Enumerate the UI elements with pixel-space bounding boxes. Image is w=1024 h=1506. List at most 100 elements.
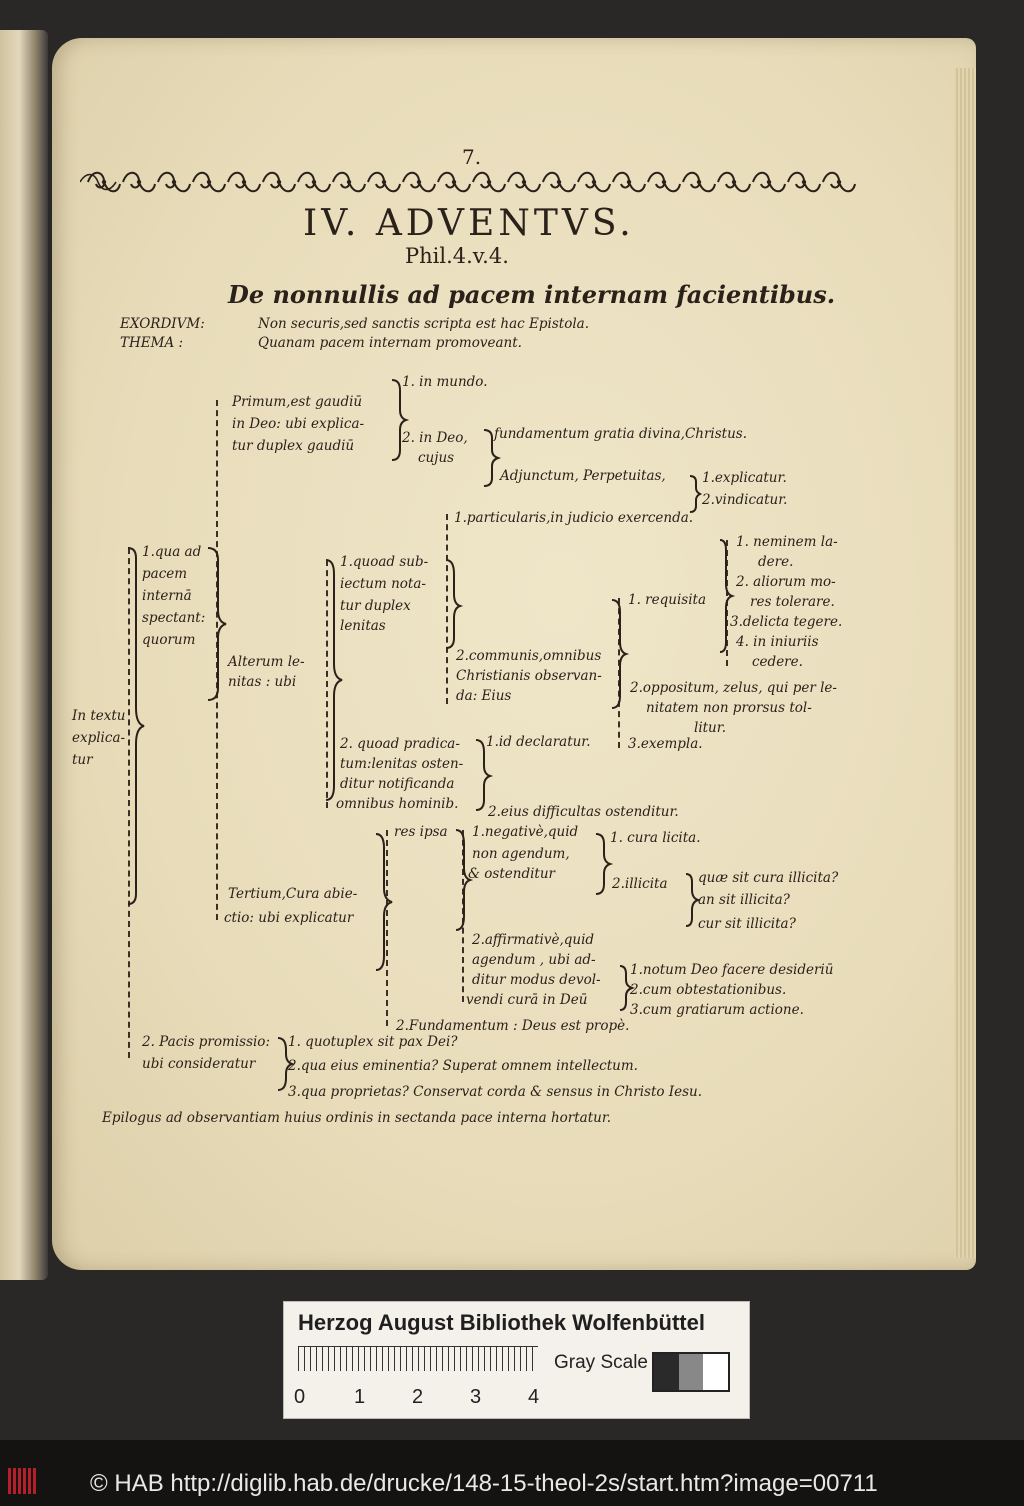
pacis-item-1: 1. quotuplex sit pax Dei? <box>288 1034 458 1050</box>
quoad-praedicatum-line-3: ditur notificanda <box>340 776 455 792</box>
copyright-link[interactable]: © HAB http://diglib.hab.de/drucke/148-15… <box>90 1470 878 1497</box>
ruler-label-1: 1 <box>354 1386 366 1408</box>
affirm-item-1: 1.notum Deo facere desideriū <box>630 962 834 978</box>
affirmative-line-3: ditur modus devol- <box>472 972 601 988</box>
page-number: 7. <box>462 145 482 169</box>
primum-line-2: in Deo: ubi explica- <box>232 416 365 432</box>
brace-negative <box>455 829 474 931</box>
req-4-line-2: cedere. <box>752 654 803 670</box>
tertium-line-1: Tertium,Cura abie- <box>228 886 358 902</box>
affirmative-line-4: vendi curā in Deū <box>466 992 588 1008</box>
subjectum-vertical-line <box>446 514 448 704</box>
brace-requisita <box>719 539 736 653</box>
illicita-item-2: an sit illicita? <box>698 892 790 908</box>
oppositum-line-2: nitatem non prorsus tol- <box>646 700 812 716</box>
second-line-2: ubi consideratur <box>142 1056 256 1072</box>
res-ipsa: res ipsa <box>394 824 448 840</box>
sermon-subject: De nonnullis ad pacem internam facientib… <box>228 280 836 309</box>
outline-braces <box>127 379 736 1091</box>
root-line-2: explica- <box>72 730 126 746</box>
root-line-1: In textu <box>72 708 126 724</box>
req-1-line-1: 1. neminem la- <box>736 534 838 550</box>
pacis-item-2: 2.qua eius eminentia? Superat omnem inte… <box>288 1058 638 1074</box>
illicita-item-1: quæ sit cura illicita? <box>698 870 839 886</box>
communis-line-1: 2.communis,omnibus <box>456 648 602 664</box>
page-edges <box>954 68 976 1258</box>
alterum-line-1: Alterum le- <box>228 654 305 670</box>
ruler-label-3: 3 <box>470 1386 482 1408</box>
quoad-praedicatum-line-2: tum:lenitas osten- <box>340 756 464 772</box>
fundamentum-2: 2.Fundamentum : Deus est propè. <box>396 1018 630 1034</box>
first-line-2: pacem <box>142 566 188 582</box>
in-mundo: 1. in mundo. <box>402 374 488 390</box>
gray-scale-swatch <box>652 1352 730 1392</box>
req-3: 3.delicta tegere. <box>730 614 843 630</box>
scripture-reference: Phil.4.v.4. <box>405 244 509 268</box>
footer-bar <box>0 1440 1024 1506</box>
brace-primum <box>391 379 410 461</box>
communis-line-3: da: Eius <box>456 688 512 704</box>
exordium-label: EXORDIVM: <box>120 316 205 332</box>
brace-alterum <box>325 559 343 801</box>
primum-line-3: tur duplex gaudiū <box>232 438 355 454</box>
thema-label: THEMA : <box>120 335 184 351</box>
illicita: 2.illicita <box>612 876 668 892</box>
ruler-label-4: 4 <box>528 1386 540 1408</box>
oppositum-line-1: 2.oppositum, zelus, qui per le- <box>630 680 837 696</box>
req-1-line-2: dere. <box>758 554 794 570</box>
quoad-subjectum-line-2: iectum nota- <box>340 576 426 592</box>
epilogus: Epilogus ad observantiam huius ordinis i… <box>102 1110 612 1126</box>
req-2-line-2: res tolerare. <box>750 594 835 610</box>
brace-root <box>127 547 145 905</box>
affirmative-line-1: 2.affirmativè,quid <box>472 932 595 948</box>
id-declaratur: 1.id declaratur. <box>486 734 591 750</box>
gray-scale-label: Gray Scale <box>554 1352 648 1373</box>
negative-line-1: 1.negativè,quid <box>472 824 579 840</box>
root-line-3: tur <box>72 752 93 768</box>
exordium-text: Non securis,sed sanctis scripta est hac … <box>258 316 589 332</box>
first-line-3: internā <box>142 588 192 604</box>
color-calibration-card: Herzog August Bibliothek Wolfenbüttel 0 … <box>283 1301 750 1419</box>
alterum-vertical-line <box>326 560 328 808</box>
ornament-band <box>80 171 856 193</box>
vindicatur: 2.vindicatur. <box>702 492 788 508</box>
cura-licita: 1. cura licita. <box>610 830 701 846</box>
negative-line-3: & ostenditur <box>468 866 556 882</box>
communis-line-2: Christianis observan- <box>456 668 602 684</box>
brace-illicita <box>685 873 702 927</box>
brace-perpetuitas <box>689 475 703 513</box>
sermon-title: IV. ADVENTVS. <box>303 203 635 244</box>
root-vertical-line <box>128 548 130 1058</box>
affirm-item-2: 2.cum obtestationibus. <box>630 982 787 998</box>
tertium-vertical-line <box>386 830 388 1026</box>
previous-page-edge <box>0 30 48 1280</box>
quoad-subjectum-line-3: tur duplex <box>340 598 411 614</box>
quoad-subjectum-line-4: lenitas <box>340 618 386 634</box>
affirmative-line-2: agendum , ubi ad- <box>472 952 596 968</box>
book-page <box>52 38 976 1270</box>
ruler-label-0: 0 <box>294 1386 306 1408</box>
quoad-subjectum-line-1: 1.quoad sub- <box>340 554 429 570</box>
brace-communis <box>611 599 630 709</box>
brace-subjectum <box>445 559 464 649</box>
first-line-4: spectant: <box>142 610 206 626</box>
quoad-praedicatum-line-4: omnibus hominib. <box>336 796 459 812</box>
brace-affirm <box>619 965 636 1011</box>
req-2-line-1: 2. aliorum mo- <box>736 574 836 590</box>
brace-in-deo <box>483 429 502 487</box>
scale-ruler <box>298 1346 538 1371</box>
brace-first-main <box>207 547 227 701</box>
affirm-item-3: 3.cum gratiarum actione. <box>630 1002 804 1018</box>
fundamentum: fundamentum gratia divina,Christus. <box>494 426 747 442</box>
difficultas: 2.eius difficultas ostenditur. <box>488 804 679 820</box>
ruler-label-2: 2 <box>412 1386 424 1408</box>
explicatur: 1.explicatur. <box>702 470 787 486</box>
hab-logo-icon <box>8 1468 48 1496</box>
first-line-5: quorum <box>142 632 196 648</box>
illicita-item-3: cur sit illicita? <box>698 916 796 932</box>
alterum-line-2: nitas : ubi <box>228 674 297 690</box>
brace-tertium <box>375 833 393 971</box>
second-line-1: 2. Pacis promissio: <box>142 1034 270 1050</box>
exempla: 3.exempla. <box>628 736 703 752</box>
quoad-praedicatum-line-1: 2. quoad pradica- <box>340 736 460 752</box>
